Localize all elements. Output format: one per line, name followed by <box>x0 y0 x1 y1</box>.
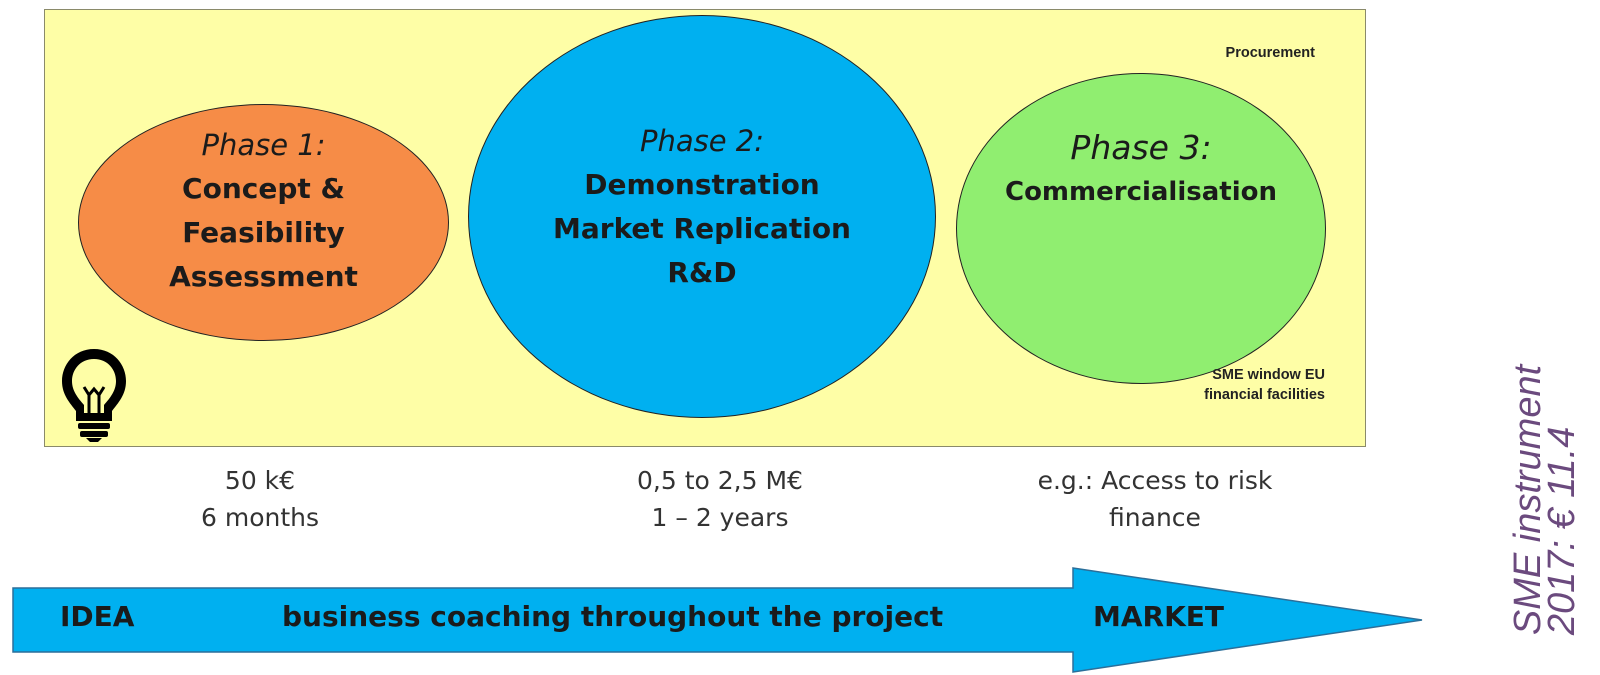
sme-window-line-2: financial facilities <box>1204 387 1325 403</box>
phase-1-duration: 6 months <box>200 503 320 532</box>
phase-2-line-3: R&D <box>667 256 737 289</box>
phase-1-line-3: Assessment <box>169 260 358 293</box>
arrow-middle-label: business coaching throughout the project <box>282 600 944 633</box>
phase-1-details: 50 k€ 6 months <box>130 462 390 536</box>
phase-1-line-1: Concept & <box>182 172 345 205</box>
arrow-end-label: MARKET <box>1093 600 1225 633</box>
side-caption-line-1: SME instrument <box>1507 364 1549 636</box>
phase-3-detail-line-2: finance <box>1109 503 1201 532</box>
phase-2-text: Phase 2: Demonstration Market Replicatio… <box>468 119 936 295</box>
phase-1-line-2: Feasibility <box>182 216 345 249</box>
phase-1-title: Phase 1: <box>201 128 326 162</box>
progress-arrow <box>12 567 1423 673</box>
phase-2-title: Phase 2: <box>639 124 765 158</box>
phase-1-text: Phase 1: Concept & Feasibility Assessmen… <box>78 123 449 299</box>
arrow-start-label: IDEA <box>60 600 135 633</box>
phase-2-budget: 0,5 to 2,5 M€ <box>637 466 803 495</box>
phase-2-details: 0,5 to 2,5 M€ 1 – 2 years <box>560 462 880 536</box>
phase-2-line-1: Demonstration <box>584 168 820 201</box>
phase-2-ellipse <box>468 15 936 418</box>
side-caption: SME instrument 2017: € 11.4 <box>1490 335 1600 665</box>
phase-3-detail-line-1: e.g.: Access to risk <box>1037 466 1273 495</box>
phase-3-text: Phase 3: Commercialisation <box>956 126 1326 214</box>
phase-3-details: e.g.: Access to risk finance <box>980 462 1330 536</box>
side-caption-line-2: 2017: € 11.4 <box>1541 426 1583 636</box>
sme-window-label: SME window EU financial facilities <box>1130 365 1325 405</box>
phase-3-ellipse <box>956 73 1326 384</box>
lightbulb-icon <box>62 349 126 442</box>
phase-3-title: Phase 3: <box>1070 128 1212 167</box>
sme-window-line-1: SME window EU <box>1212 367 1325 383</box>
phase-2-line-2: Market Replication <box>553 212 851 245</box>
procurement-label: Procurement <box>1225 45 1315 61</box>
phase-1-budget: 50 k€ <box>224 466 296 495</box>
phase-3-line-1: Commercialisation <box>1004 177 1277 207</box>
phase-2-duration: 1 – 2 years <box>651 503 789 532</box>
phase-1-ellipse <box>78 104 449 341</box>
